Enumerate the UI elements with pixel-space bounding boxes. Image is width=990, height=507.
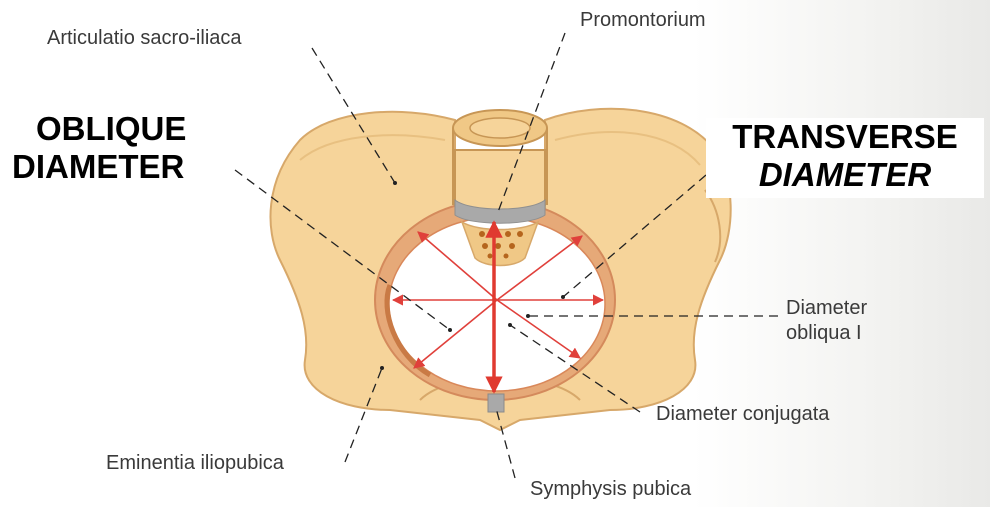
label-diameter-obliqua: Diameter obliqua I bbox=[786, 296, 867, 346]
callout-transverse-line1: TRANSVERSE bbox=[706, 118, 984, 156]
label-diameter-obliqua-line1: Diameter bbox=[786, 296, 867, 321]
label-articulatio-sacro-iliaca: Articulatio sacro-iliaca bbox=[47, 26, 242, 50]
symphysis-block bbox=[488, 394, 504, 412]
sacrum bbox=[455, 150, 545, 213]
label-promontorium: Promontorium bbox=[580, 8, 706, 32]
callout-transverse-diameter: TRANSVERSE DIAMETER bbox=[706, 118, 984, 198]
label-symphysis-pubica: Symphysis pubica bbox=[530, 477, 691, 501]
callout-oblique-diameter: OBLIQUE DIAMETER bbox=[36, 110, 186, 186]
label-eminentia-iliopubica: Eminentia iliopubica bbox=[106, 451, 284, 475]
callout-oblique-line1: OBLIQUE bbox=[36, 110, 186, 148]
callout-transverse-line2: DIAMETER bbox=[706, 156, 984, 194]
label-diameter-conjugata: Diameter conjugata bbox=[656, 402, 829, 426]
label-diameter-obliqua-line2: obliqua I bbox=[786, 321, 867, 346]
callout-oblique-line2: DIAMETER bbox=[10, 148, 186, 186]
